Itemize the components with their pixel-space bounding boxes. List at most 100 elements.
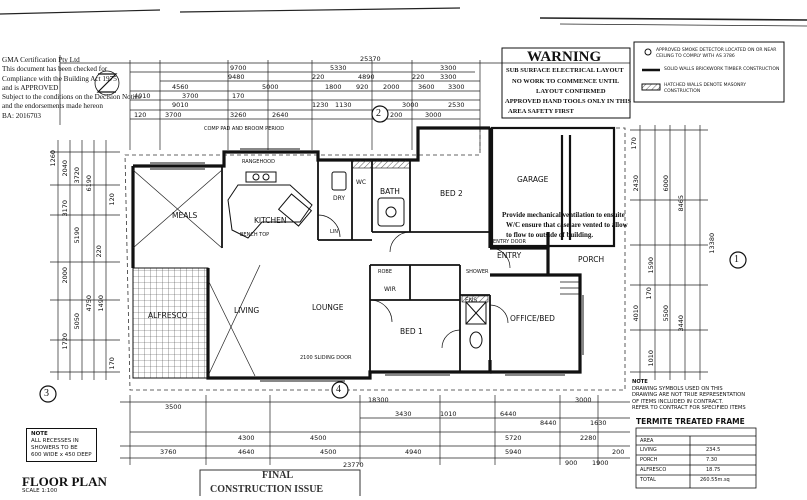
stamp-construction-issue: CONSTRUCTION ISSUE — [210, 484, 324, 495]
dim-right: 170 — [629, 137, 638, 150]
cert-line: BA: 2016703 — [2, 111, 41, 120]
certification-stamp: GMA Certification Pty Ltd This document … — [2, 56, 141, 121]
dim-left: 3170 — [61, 199, 70, 217]
dim-top: 5000 — [262, 83, 279, 91]
dim-top: 3300 — [440, 73, 457, 81]
dim-bottom: 1010 — [440, 410, 457, 418]
note-rangehood: RANGEHOOD — [242, 159, 275, 165]
dim-top: 920 — [356, 83, 369, 91]
cert-line: This document has been checked for — [2, 65, 108, 74]
dim-left: 3720 — [73, 166, 82, 184]
room-alfresco: ALFRESCO — [148, 311, 188, 320]
dim-bottom: 1630 — [590, 419, 607, 427]
bottom-dimension-lines — [120, 395, 630, 465]
ventilation-note-line: W/C ensure that case are vented to allow — [506, 221, 628, 229]
recess-note-line: SHOWERS TO BE — [31, 445, 78, 451]
recess-note-line: ALL RECESSES IN — [31, 438, 79, 444]
marker-3: 3 — [44, 388, 49, 399]
dim-top: 3300 — [440, 64, 457, 72]
note-sliding-door: 2100 SLIDING DOOR — [300, 355, 352, 361]
cert-line: Subject to the conditions on the Decisio… — [2, 93, 142, 102]
note-comp-pad: COMP PAD AND BROOM PERIOD — [204, 126, 285, 132]
dim-left: 1720 — [61, 332, 70, 350]
dim-left: 170 — [107, 357, 116, 370]
masonry-hatch — [351, 159, 489, 303]
room-office: OFFICE/BED — [510, 314, 555, 323]
dim-left: 120 — [107, 193, 116, 206]
room-bed1: BED 1 — [400, 327, 423, 336]
dim-bottom-overall: 23770 — [343, 461, 364, 469]
dim-bottom: 4940 — [405, 448, 422, 456]
dim-left: 1490 — [97, 294, 106, 312]
area-row-name: PORCH — [640, 457, 658, 463]
area-row-value: 260.55m.sq — [700, 477, 730, 483]
note-entry-door: ENTRY DOOR — [493, 239, 526, 245]
dim-right: 5500 — [662, 304, 671, 322]
dim-right: 1590 — [647, 256, 656, 274]
area-row-name: ALFRESCO — [640, 467, 667, 473]
room-porch: PORCH — [578, 255, 605, 264]
dim-top: 9010 — [172, 101, 189, 109]
room-dry: DRY — [333, 195, 346, 202]
dim-top: 1130 — [335, 101, 352, 109]
warning-box — [501, 47, 631, 119]
room-bath: BATH — [380, 187, 400, 196]
warning-line: APPROVED HAND TOOLS ONLY IN THIS — [505, 98, 632, 105]
construction-stamp — [199, 469, 361, 500]
dim-top: 2640 — [272, 111, 289, 119]
room-wir: WIR — [384, 286, 396, 293]
dim-top: 3000 — [425, 111, 442, 119]
door-swings — [317, 214, 511, 349]
dim-left: 2040 — [61, 159, 70, 177]
ceiling-diagonals — [132, 169, 261, 377]
dim-left: 4750 — [85, 294, 94, 312]
area-row-name: TOTAL — [640, 477, 656, 483]
dim-bottom: 8440 — [540, 419, 557, 427]
garage-walls — [490, 126, 616, 248]
room-lin: LIN — [330, 229, 339, 235]
note-robe: ROBE — [378, 269, 392, 275]
dim-left: 6190 — [85, 174, 94, 192]
area-row-value: 18.75 — [706, 467, 721, 473]
area-row-name: LIVING — [640, 447, 657, 453]
dim-bottom: 6440 — [500, 410, 517, 418]
dim-bottom: 5720 — [505, 434, 522, 442]
dim-right: 1010 — [647, 349, 656, 367]
dim-top: 3260 — [230, 111, 247, 119]
left-dimension-lines — [50, 140, 120, 380]
ventilation-note-line: Provide mechanical ventilation to ensuit… — [502, 211, 625, 219]
alfresco-area — [132, 267, 209, 379]
dim-top: 3700 — [165, 111, 182, 119]
room-ens: ENS — [465, 297, 478, 304]
drawing-note-line: DRAWING ARE NOT TRUE REPRESENTATION — [632, 392, 746, 399]
note-shower: SHOWER — [466, 269, 489, 275]
dim-right: 2430 — [632, 174, 641, 192]
cert-line: Compliance with the Building Act 1975 — [2, 74, 117, 83]
dim-bottom: 4500 — [320, 448, 337, 456]
dim-top: 220 — [312, 73, 325, 81]
slab-outline — [124, 127, 626, 391]
dim-top: 4560 — [172, 83, 189, 91]
area-table-header: AREA — [640, 438, 654, 444]
cert-line: and is APPROVED — [2, 83, 59, 92]
dim-left: 5050 — [73, 312, 82, 330]
dim-right: 13380 — [708, 232, 717, 254]
dim-bottom: 3430 — [395, 410, 412, 418]
room-bed2: BED 2 — [440, 189, 463, 198]
dim-top: 2530 — [448, 101, 465, 109]
dim-top: 1230 — [312, 101, 329, 109]
dim-bottom: 3500 — [165, 403, 182, 411]
dim-top: 3000 — [402, 101, 419, 109]
room-meals: MEALS — [172, 211, 198, 220]
drawing-note-line: DRAWING SYMBOLS USED ON THIS — [632, 385, 723, 392]
drawing-title: FLOOR PLAN — [22, 474, 107, 489]
dim-bottom: 2280 — [580, 434, 597, 442]
legend-box — [633, 41, 785, 103]
dim-bottom: 3760 — [160, 448, 177, 456]
drawing-note: NOTE DRAWING SYMBOLS USED ON THIS DRAWIN… — [632, 379, 746, 412]
dim-top: 3600 — [418, 83, 435, 91]
kitchen-benches — [227, 171, 313, 239]
dim-right: 6000 — [662, 174, 671, 192]
bathroom-fixtures — [331, 171, 487, 349]
cert-line: GMA Certification Pty Ltd — [2, 56, 80, 64]
